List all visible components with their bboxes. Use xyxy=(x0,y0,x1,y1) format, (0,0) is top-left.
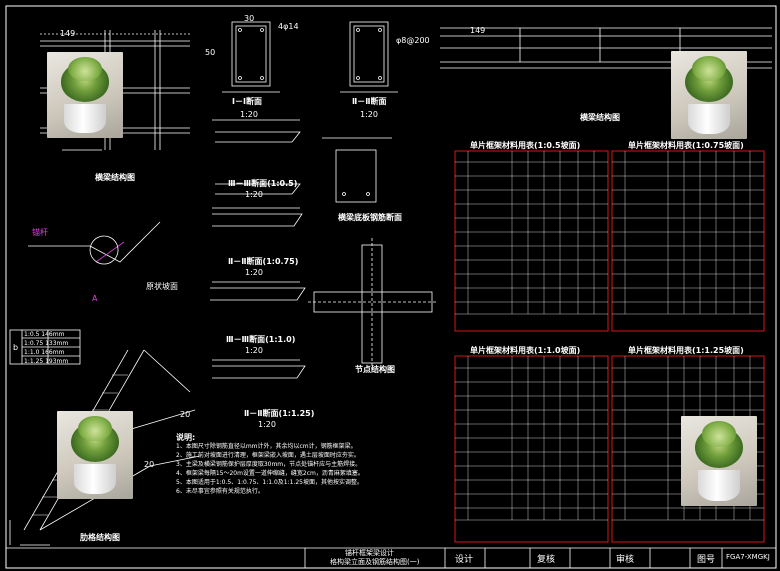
dim-20-b: 20 xyxy=(144,460,155,469)
note-line: 2、施工前对坡面进行清理，框架梁嵌入坡面，遇土层坡面时应夯实。 xyxy=(176,452,360,459)
section-2-title: Ⅱ－Ⅱ断面 xyxy=(352,97,387,106)
note-line: 3、主梁及横梁钢筋保护层厚度取30mm，节点处锚杆应与主筋焊接。 xyxy=(176,461,362,468)
ratio-row-3: 1:1.25 193mm xyxy=(24,358,69,365)
table-1-title: 单片框架材料用表(1:0.5坡面) xyxy=(470,141,581,150)
tb-drawing-no: 图号 xyxy=(697,555,716,565)
succulent-photo xyxy=(671,51,747,139)
succulent-photo xyxy=(57,411,133,499)
bolt-label: 锚杆 xyxy=(32,228,48,237)
succulent-photo xyxy=(681,416,757,506)
tb-review: 审核 xyxy=(616,555,635,565)
joint-title: 节点结构图 xyxy=(355,365,395,374)
title-sub: 格构梁立面及钢筋结构图(一) xyxy=(330,558,420,566)
dim-20-a: 20 xyxy=(180,410,191,419)
section-1-scale: 1:20 xyxy=(240,110,258,119)
dim-149-right: 149 xyxy=(470,26,486,35)
section-4-title: Ⅱ－Ⅱ断面(1:0.75) xyxy=(228,257,299,266)
notes-block: 说明: 1、本图尺寸除钢筋直径以mm计外，其余均以cm计，钢筋框架梁。 2、施工… xyxy=(176,433,448,496)
rebar-phi8: φ8@200 xyxy=(396,36,430,45)
section-5-title: Ⅲ－Ⅲ断面(1:1.0) xyxy=(226,335,296,344)
rebar-4f14: 4φ14 xyxy=(278,22,299,31)
section-3-title: Ⅲ－Ⅲ断面(1:0.5) xyxy=(228,179,298,188)
ratio-row-2: 1:1.0 166mm xyxy=(24,349,65,356)
beam-plan-title: 横梁结构图 xyxy=(95,173,135,182)
dim-50: 50 xyxy=(205,48,216,57)
frame-title: 肋格结构图 xyxy=(80,533,120,542)
dim-149-left: 149 xyxy=(60,29,76,38)
table-4-title: 单片框架材料用表(1:1.25坡面) xyxy=(628,346,744,355)
section-6-title: Ⅱ－Ⅱ断面(1:1.25) xyxy=(244,409,315,418)
section-3-scale: 1:20 xyxy=(245,190,263,199)
note-line: 4、框架梁每隔15～20m设置一道伸缩缝，缝宽2cm，沥青麻絮填塞。 xyxy=(176,470,364,477)
title-main: 锚杆框架梁设计 xyxy=(345,549,394,557)
dim-30: 30 xyxy=(244,14,255,23)
table-3-title: 单片框架材料用表(1:1.0坡面) xyxy=(470,346,581,355)
table-2-title: 单片框架材料用表(1:0.75坡面) xyxy=(628,141,744,150)
note-line: 6、未尽事宜参照有关规范执行。 xyxy=(176,488,264,495)
section-1-title: Ⅰ－Ⅰ断面 xyxy=(232,97,262,106)
material-table-2 xyxy=(611,150,765,332)
beam-plan-title-2: 横梁结构图 xyxy=(580,113,620,122)
material-table-3 xyxy=(454,355,609,543)
point-a-label: A xyxy=(92,294,98,303)
note-line: 1、本图尺寸除钢筋直径以mm计外，其余均以cm计，钢筋框架梁。 xyxy=(176,443,357,450)
tb-design: 设计 xyxy=(455,555,474,565)
section-5-scale: 1:20 xyxy=(245,346,263,355)
section-6-scale: 1:20 xyxy=(258,420,276,429)
tb-code: FGA7-XMGKJ xyxy=(726,553,770,561)
ratio-row-1: 1:0.75 133mm xyxy=(24,340,69,347)
slope-label: 原状坡面 xyxy=(146,282,178,291)
section-4-scale: 1:20 xyxy=(245,268,263,277)
material-table-1 xyxy=(454,150,609,332)
ratio-table-b: b xyxy=(13,343,19,352)
succulent-photo xyxy=(47,52,123,138)
section-2-scale: 1:20 xyxy=(360,110,378,119)
beam-section-title: 横梁底板钢筋断面 xyxy=(338,213,402,222)
ratio-row-0: 1:0.5 146mm xyxy=(24,331,65,338)
note-line: 5、本图适用于1:0.5、1:0.75、1:1.0及1:1.25坡面，其他按实调… xyxy=(176,479,363,486)
tb-check: 复核 xyxy=(537,555,556,565)
notes-title: 说明: xyxy=(176,433,196,442)
